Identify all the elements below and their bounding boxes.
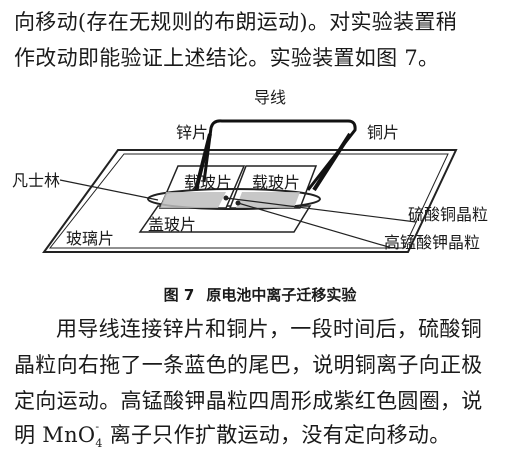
mno4-charge: -	[95, 420, 100, 433]
caption-number: 图 7	[163, 286, 195, 304]
label-wire: 导线	[254, 88, 286, 107]
mno4-subscript: 4	[95, 437, 103, 451]
label-cuso4: 硫酸铜晶粒	[408, 205, 488, 224]
label-slide-right: 载玻片	[252, 173, 300, 192]
figure-caption: 图 7 原电池中离子迁移实验	[0, 284, 520, 305]
paragraph2-line4: 明 MnO4- 离子只作扩散运动，没有定向移动。	[14, 420, 451, 456]
caption-title: 原电池中离子迁移实验	[206, 286, 357, 304]
vaseline-shade-left	[160, 192, 226, 208]
zinc-strip	[194, 133, 212, 191]
label-coverslip: 盖玻片	[148, 215, 196, 234]
label-slide-left: 载玻片	[184, 173, 232, 192]
vaseline-ring	[147, 188, 321, 210]
label-copper: 铜片	[367, 123, 399, 142]
label-kmno4: 高锰酸钾晶粒	[384, 233, 480, 252]
leader-vaseline	[59, 179, 159, 201]
line4-suffix: 离子只作扩散运动，没有定向移动。	[102, 423, 451, 447]
leader-cuso4	[225, 197, 417, 223]
label-glass: 玻璃片	[66, 229, 114, 248]
vaseline-shade-right	[236, 192, 300, 208]
glass-plate-inner	[48, 153, 449, 249]
paragraph2-line2: 晶粒向右拖了一条蓝色的尾巴，说明铜离子向正极	[14, 353, 483, 377]
copper-strip	[312, 132, 352, 192]
paragraph1-line1: 向移动(存在无规则的布朗运动)。对实验装置稍	[14, 10, 457, 34]
mno4-ion: 4-	[95, 420, 103, 456]
wire	[202, 119, 357, 191]
paragraph1-line2: 作改动即能验证上述结论。实验装置如图 7。	[14, 46, 440, 70]
paragraph2-line3: 定向运动。高锰酸钾晶粒四周形成紫红色圆圈，说	[14, 389, 483, 413]
leader-kmno4	[237, 202, 393, 249]
label-zinc: 锌片	[176, 123, 208, 142]
line4-prefix: 明 MnO	[14, 423, 96, 447]
label-vaseline: 凡士林	[12, 171, 60, 190]
paragraph2-line1: 用导线连接锌片和铜片，一段时间后，硫酸铜	[56, 317, 482, 341]
